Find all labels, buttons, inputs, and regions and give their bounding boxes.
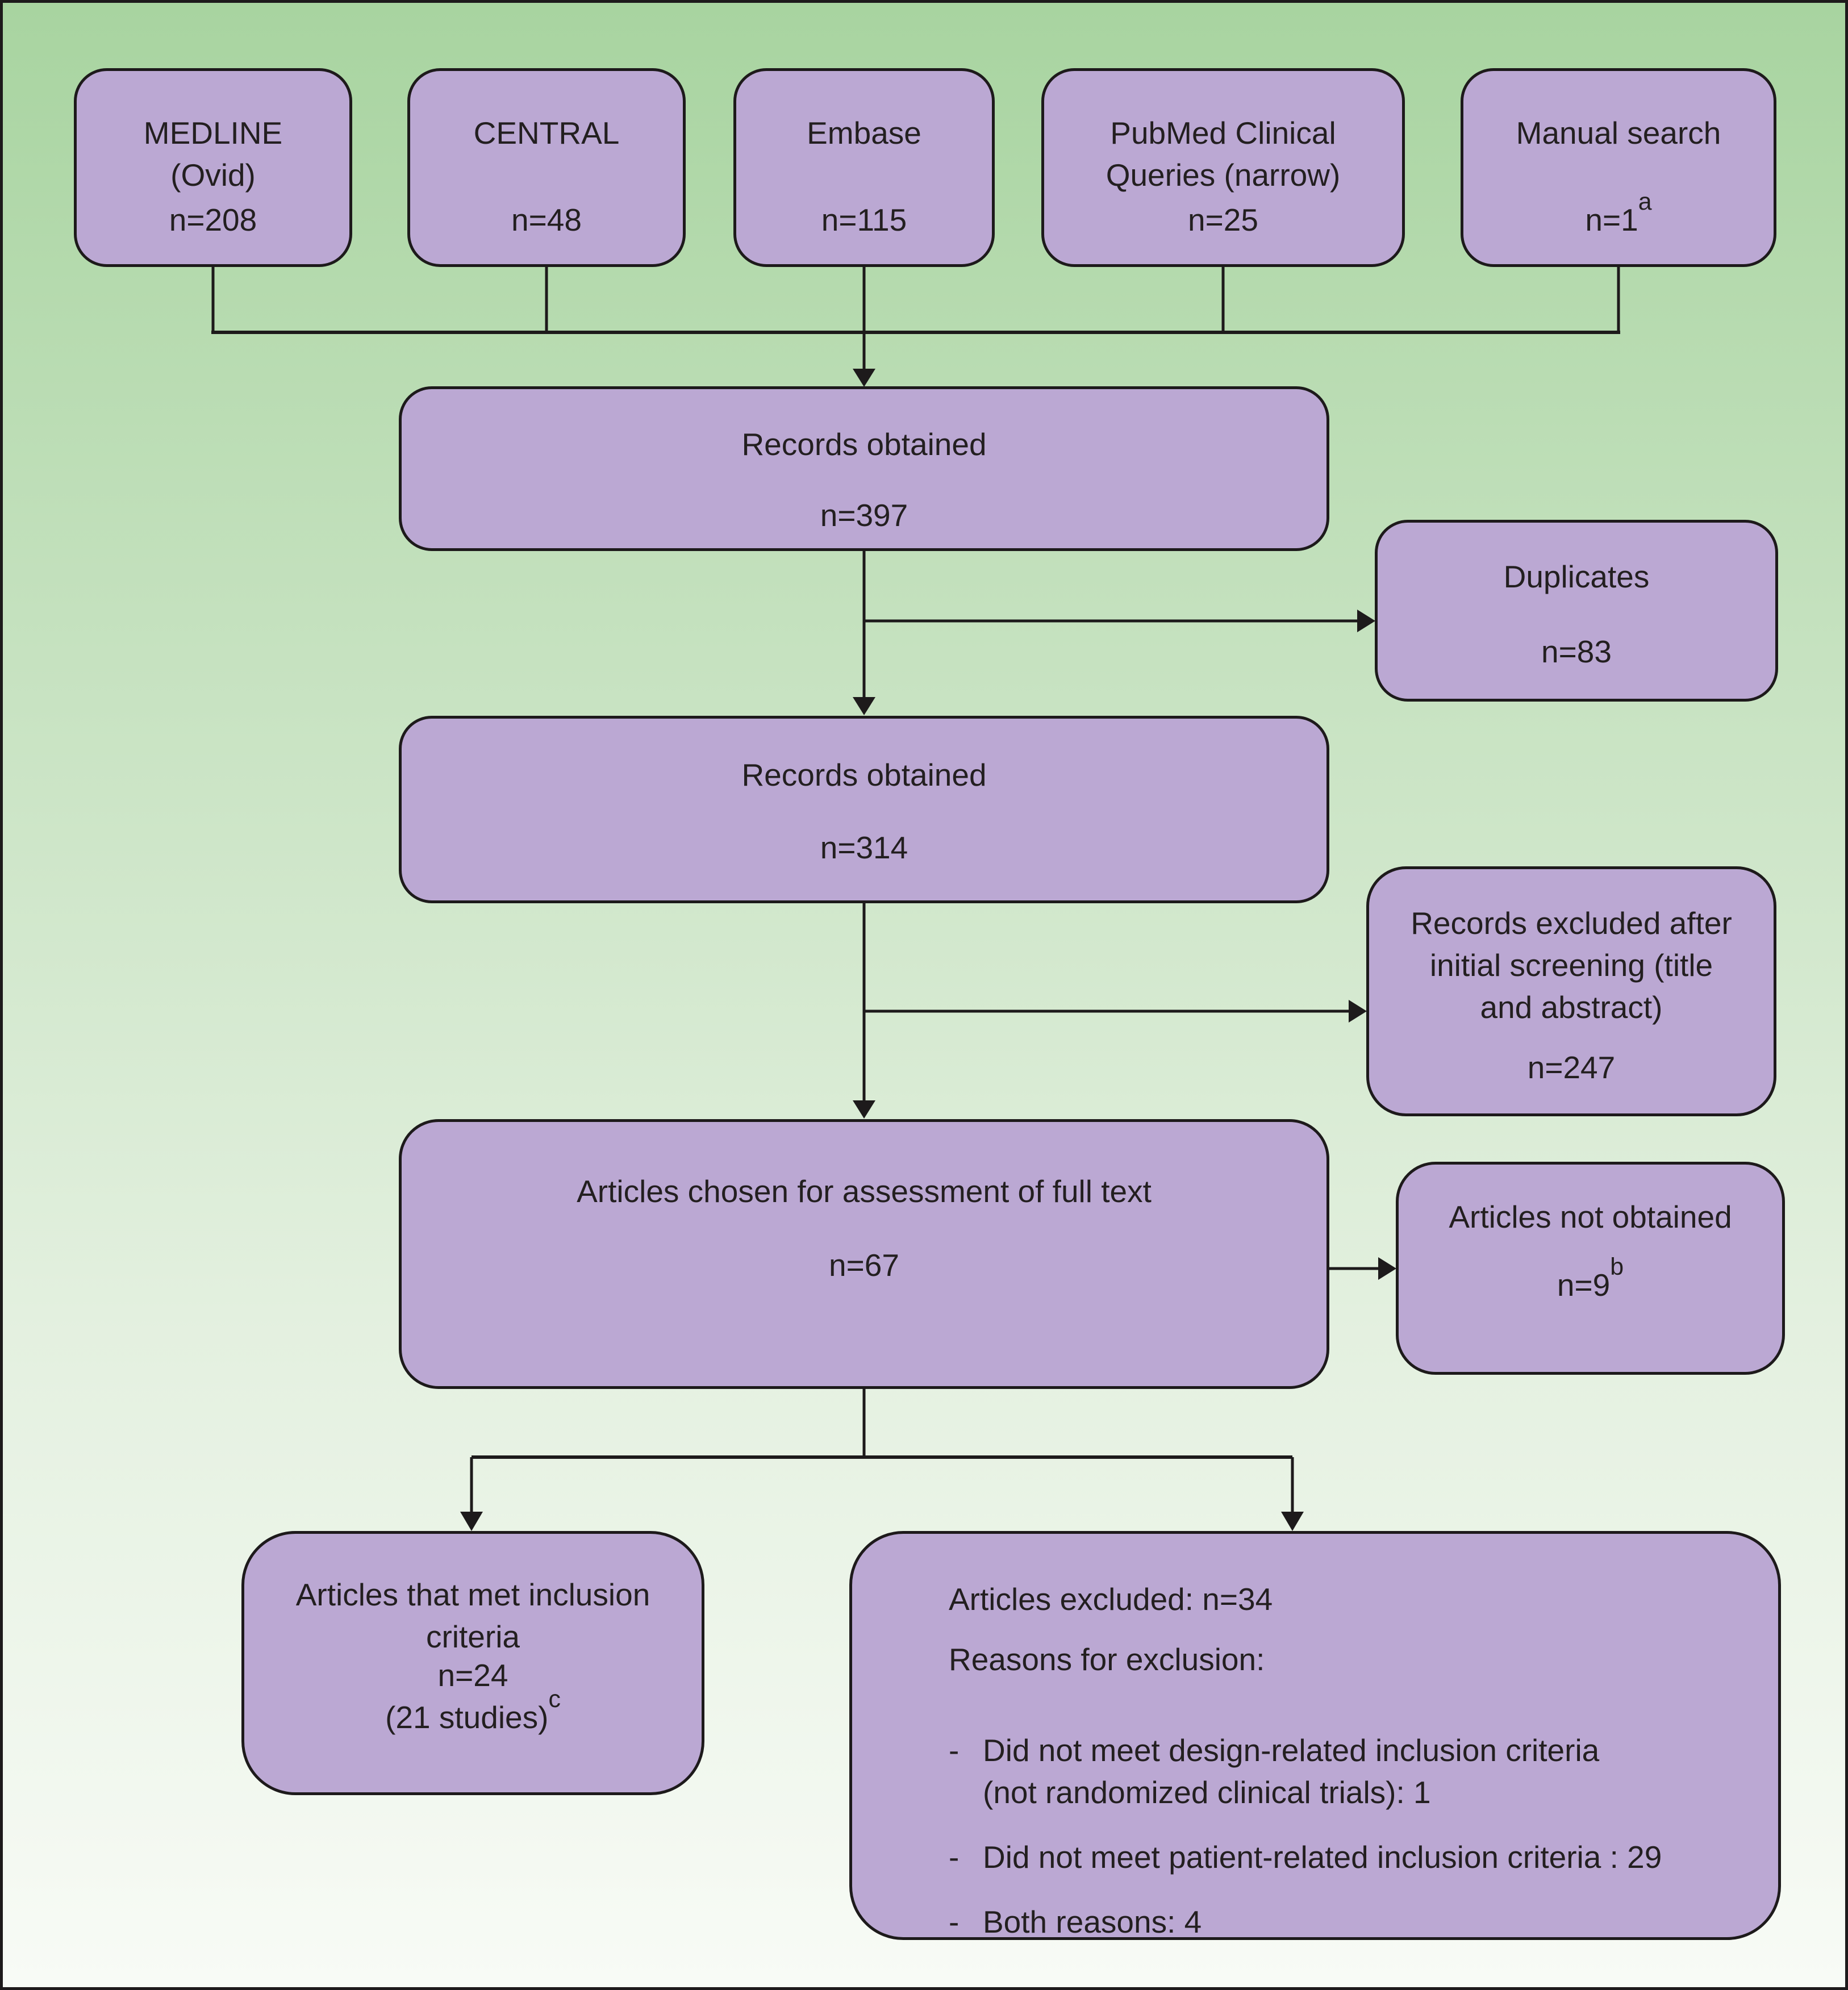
exclusion-reason-item: - Both reasons: 4 (949, 1901, 1727, 1943)
box-title: CENTRAL (473, 115, 620, 151)
box-title: Articles that met inclusion criteria (295, 1577, 650, 1654)
box-title: Records obtained (741, 757, 987, 792)
box-count: n=9b (1557, 1253, 1624, 1303)
box-count: n=115 (821, 202, 907, 237)
box-count: n=48 (511, 202, 582, 237)
box-title: PubMed Clinical Queries (narrow) (1106, 115, 1341, 193)
connector-lines (211, 267, 1620, 1531)
box-title: Records obtained (741, 427, 987, 462)
excluded-subheader: Reasons for exclusion: (949, 1642, 1265, 1677)
records-obtained-314-box: Records obtained n=314 (399, 716, 1329, 903)
box-title: MEDLINE (Ovid) (143, 115, 283, 193)
excluded-box-content: Articles excluded: n=34 Reasons for excl… (852, 1534, 1778, 1939)
box-count: n=83 (1541, 634, 1612, 669)
exclusion-reason-item: - Did not meet design-related inclusion … (949, 1729, 1727, 1813)
duplicates-box: Duplicates n=83 (1375, 520, 1778, 702)
exclusion-reason-item: - Did not meet patient-related inclusion… (949, 1836, 1727, 1878)
box-count: n=25 (1188, 202, 1258, 237)
exclusion-reason-text: Both reasons: 4 (983, 1904, 1202, 1939)
box-count: n=1a (1585, 187, 1652, 237)
box-count: n=247 (1527, 1050, 1616, 1085)
records-obtained-397-box: Records obtained n=397 (399, 386, 1329, 551)
source-box-medline: MEDLINE (Ovid) n=208 (74, 68, 352, 267)
box-count: n=397 (820, 498, 908, 533)
records-excluded-screening-box: Records excluded after initial screening… (1366, 866, 1776, 1116)
articles-not-obtained-box: Articles not obtained n=9b (1396, 1162, 1785, 1375)
box-count: n=67 (829, 1248, 899, 1283)
articles-fulltext-box: Articles chosen for assessment of full t… (399, 1119, 1329, 1389)
box-title: Articles chosen for assessment of full t… (577, 1174, 1152, 1209)
exclusion-reason-text: Did not meet patient-related inclusion c… (983, 1839, 1662, 1875)
box-title: Articles not obtained (1449, 1199, 1732, 1234)
excluded-header: Articles excluded: n=34 (949, 1582, 1273, 1617)
box-count: n=208 (169, 202, 257, 237)
articles-excluded-box: Articles excluded: n=34 Reasons for excl… (849, 1531, 1781, 1940)
bullet-dash: - (949, 1733, 960, 1768)
source-box-central: CENTRAL n=48 (407, 68, 686, 267)
articles-included-box: Articles that met inclusion criteria n=2… (241, 1531, 704, 1795)
source-box-embase: Embase n=115 (733, 68, 995, 267)
box-count: n=314 (820, 830, 908, 865)
source-box-pubmed: PubMed Clinical Queries (narrow) n=25 (1041, 68, 1405, 267)
bullet-dash: - (949, 1904, 960, 1939)
source-box-manual-search: Manual search n=1a (1461, 68, 1776, 267)
box-title: Embase (807, 115, 921, 151)
exclusion-reason-text: Did not meet design-related inclusion cr… (983, 1733, 1600, 1810)
box-title: Records excluded after initial screening… (1411, 906, 1732, 1025)
bullet-dash: - (949, 1839, 960, 1875)
box-count: n=24 (21 studies)c (385, 1658, 561, 1735)
box-title: Manual search (1516, 115, 1721, 151)
box-title: Duplicates (1503, 559, 1650, 594)
